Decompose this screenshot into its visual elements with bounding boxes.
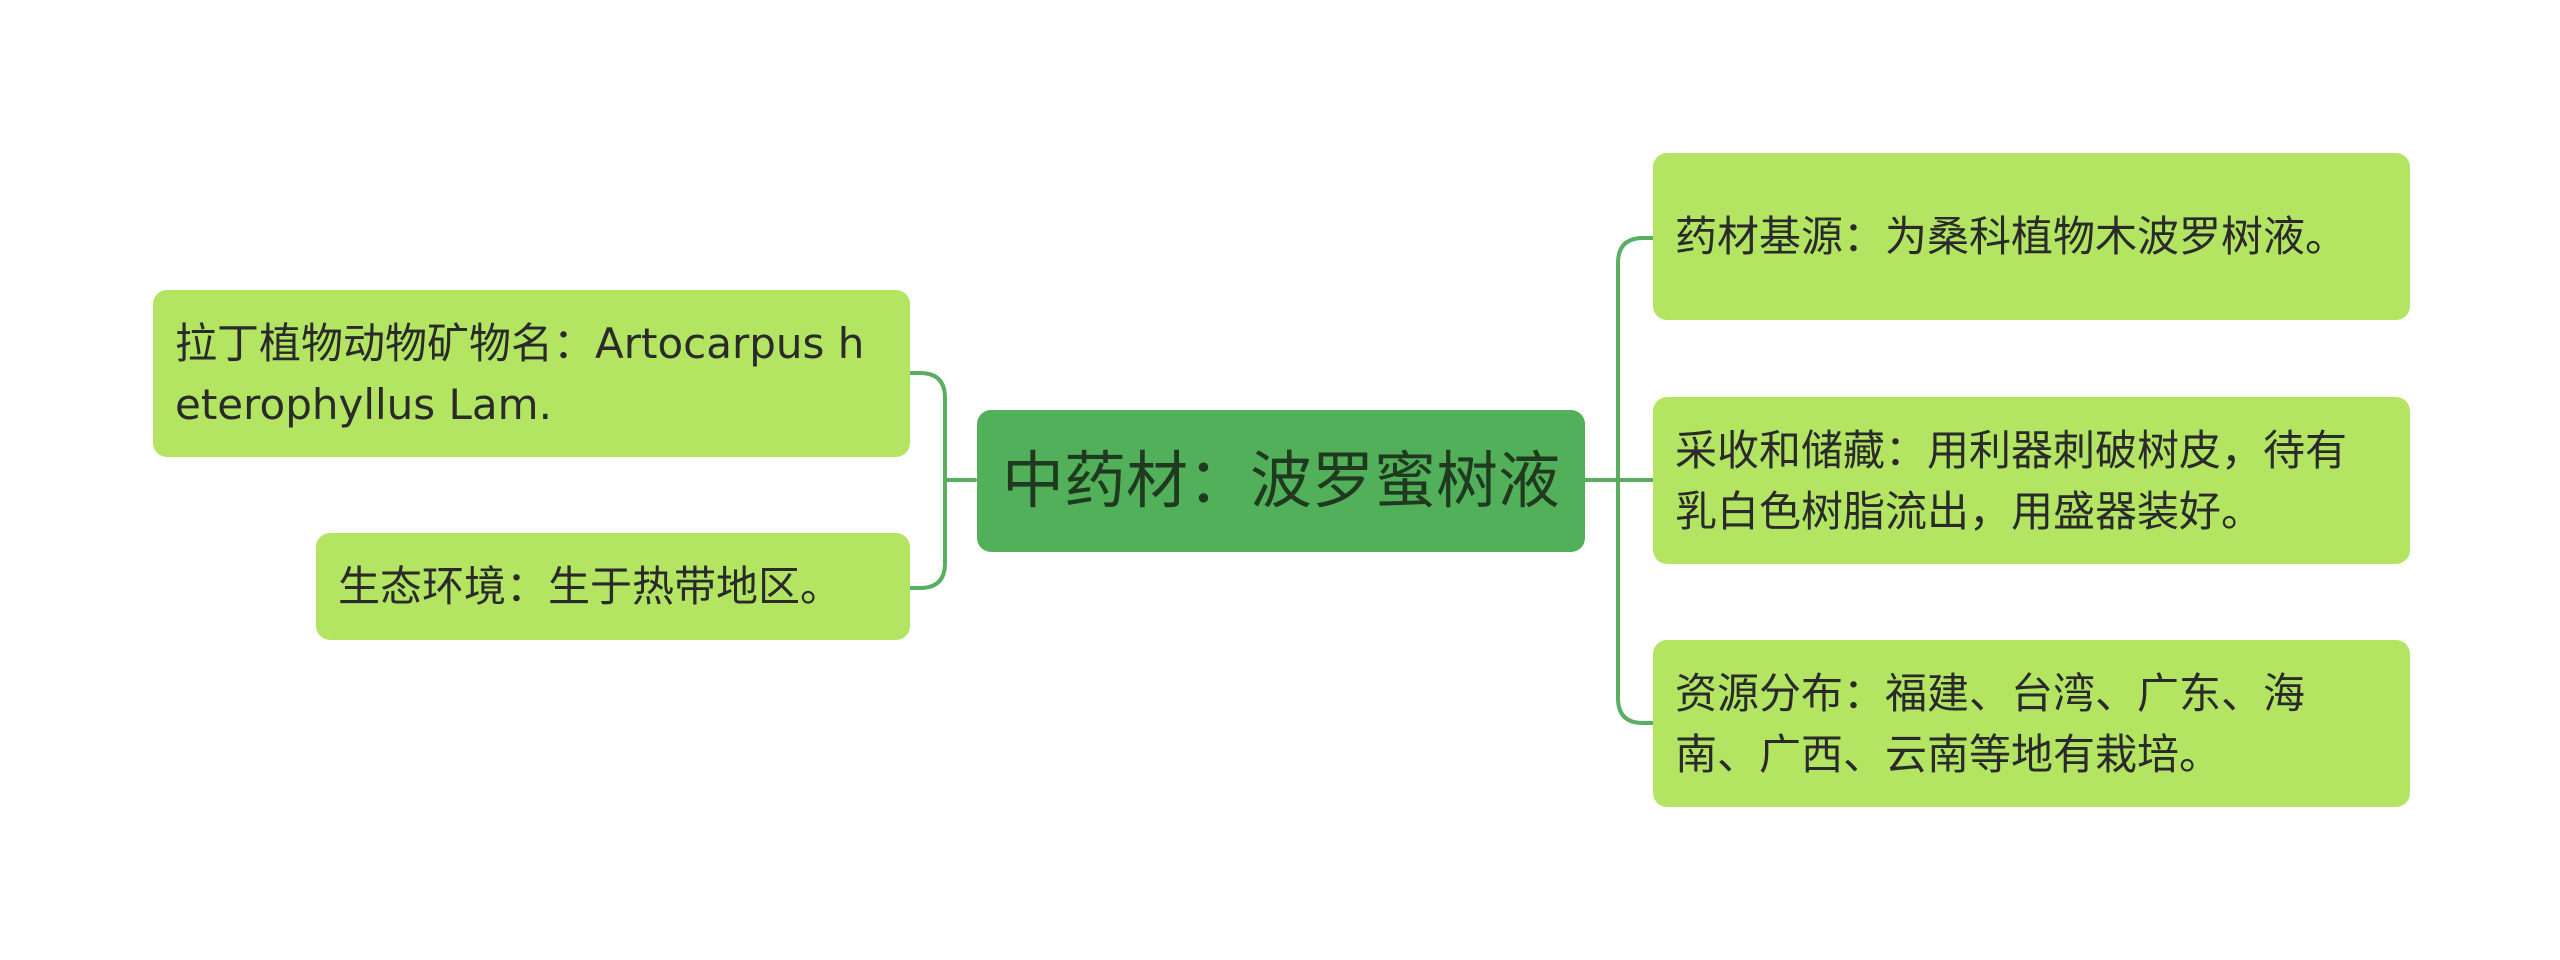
right-topic-harvest-storage-label: 采收和储藏：用利器刺破树皮，待有乳白色树脂流出，用盛器装好。 <box>1675 425 2348 536</box>
center-topic-label: 中药材：波罗蜜树液 <box>1001 444 1560 517</box>
connector-left-1 <box>908 371 947 482</box>
right-topic-distribution[interactable]: 资源分布：福建、台湾、广东、海南、广西、云南等地有栽培。 <box>1653 640 2410 807</box>
connector-right-3 <box>1616 478 1655 725</box>
left-topic-habitat[interactable]: 生态环境：生于热带地区。 <box>316 533 910 640</box>
right-topic-harvest-storage[interactable]: 采收和储藏：用利器刺破树皮，待有乳白色树脂流出，用盛器装好。 <box>1653 397 2410 564</box>
center-topic[interactable]: 中药材：波罗蜜树液 <box>977 410 1585 552</box>
left-topic-habitat-label: 生态环境：生于热带地区。 <box>338 562 843 611</box>
left-topic-latin-name-label: 拉丁植物动物矿物名：Artocarpus heterophyllus Lam. <box>175 318 865 429</box>
right-topic-source[interactable]: 药材基源：为桑科植物木波罗树液。 <box>1653 153 2410 320</box>
left-topic-latin-name[interactable]: 拉丁植物动物矿物名：Artocarpus heterophyllus Lam. <box>153 290 910 457</box>
right-topic-distribution-label: 资源分布：福建、台湾、广东、海南、广西、云南等地有栽培。 <box>1675 668 2306 779</box>
right-topic-source-label: 药材基源：为桑科植物木波罗树液。 <box>1675 212 2348 261</box>
connector-right-1 <box>1616 236 1655 482</box>
connector-left-2 <box>908 478 947 590</box>
